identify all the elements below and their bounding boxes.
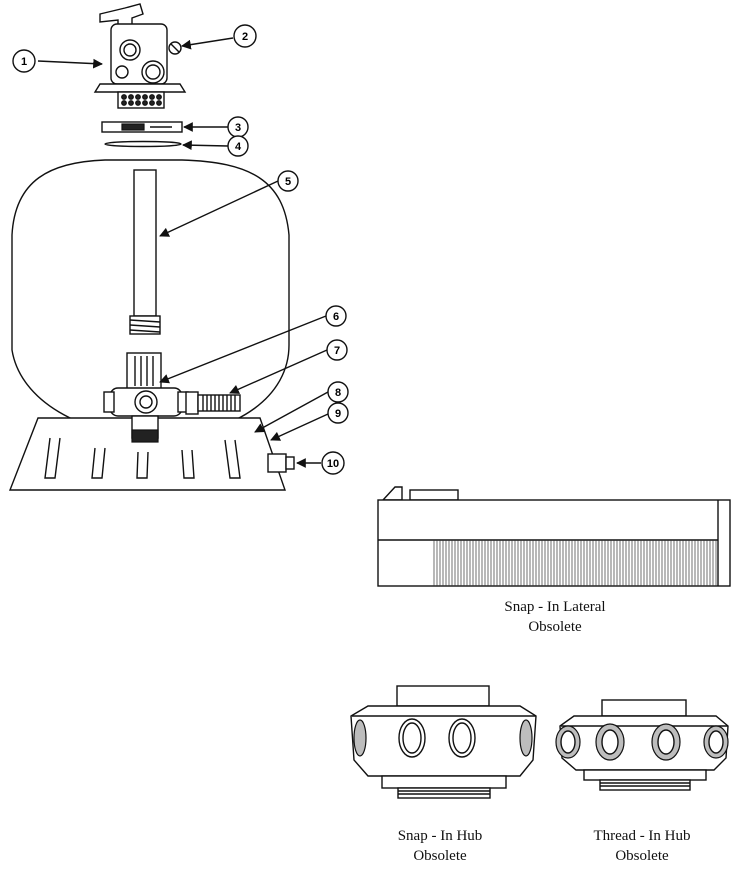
caption-thread-in-hub: Thread - In Hub Obsolete [567,826,717,866]
callout-5: 5 [277,170,299,192]
svg-text:6: 6 [333,311,339,323]
lateral-hub [103,352,189,443]
filter-tank-assembly: 1 2 3 4 5 6 7 8 [8,3,349,491]
valve-diffuser-slots [121,94,162,106]
caption-lateral-status: Obsolete [528,619,582,635]
callout-6: 6 [325,305,347,327]
drain-plug [267,453,295,473]
caption-snap-in-hub: Snap - In Hub Obsolete [375,826,505,866]
multiport-valve [93,3,187,109]
standpipe [129,169,161,335]
caption-lateral-title: Snap - In Lateral [504,599,606,615]
callout-7: 7 [326,339,348,361]
thread-in-hub-drawing [555,699,729,791]
o-ring [104,140,182,148]
svg-text:10: 10 [327,458,339,470]
caption-snap-in-lateral: Snap - In Lateral Obsolete [470,597,640,637]
svg-text:8: 8 [335,387,341,399]
lateral-slots [433,540,717,586]
caption-snap-hub-status: Obsolete [413,848,467,864]
svg-text:3: 3 [235,122,241,134]
callout-8: 8 [327,381,349,403]
leader-lines [37,37,329,468]
thread-ports [555,723,729,761]
callout-10: 10 [321,451,345,475]
callout-2: 2 [233,24,257,48]
caption-snap-hub-title: Snap - In Hub [397,828,483,844]
caption-thread-hub-title: Thread - In Hub [593,828,691,844]
callout-4: 4 [227,135,249,157]
snap-in-hub-drawing [350,685,537,799]
gauge-plug [168,41,182,55]
svg-text:2: 2 [242,31,248,43]
snap-in-lateral-drawing [377,486,731,587]
callout-9: 9 [327,402,349,424]
svg-text:1: 1 [21,56,27,68]
lateral [185,391,241,415]
clamp-ring [101,121,183,133]
caption-thread-hub-status: Obsolete [615,848,669,864]
svg-text:5: 5 [285,176,291,188]
svg-text:9: 9 [335,408,341,420]
tank-base [8,417,286,491]
callout-3: 3 [227,116,249,138]
svg-text:7: 7 [334,345,340,357]
svg-text:4: 4 [235,141,242,153]
callout-1: 1 [12,49,36,73]
